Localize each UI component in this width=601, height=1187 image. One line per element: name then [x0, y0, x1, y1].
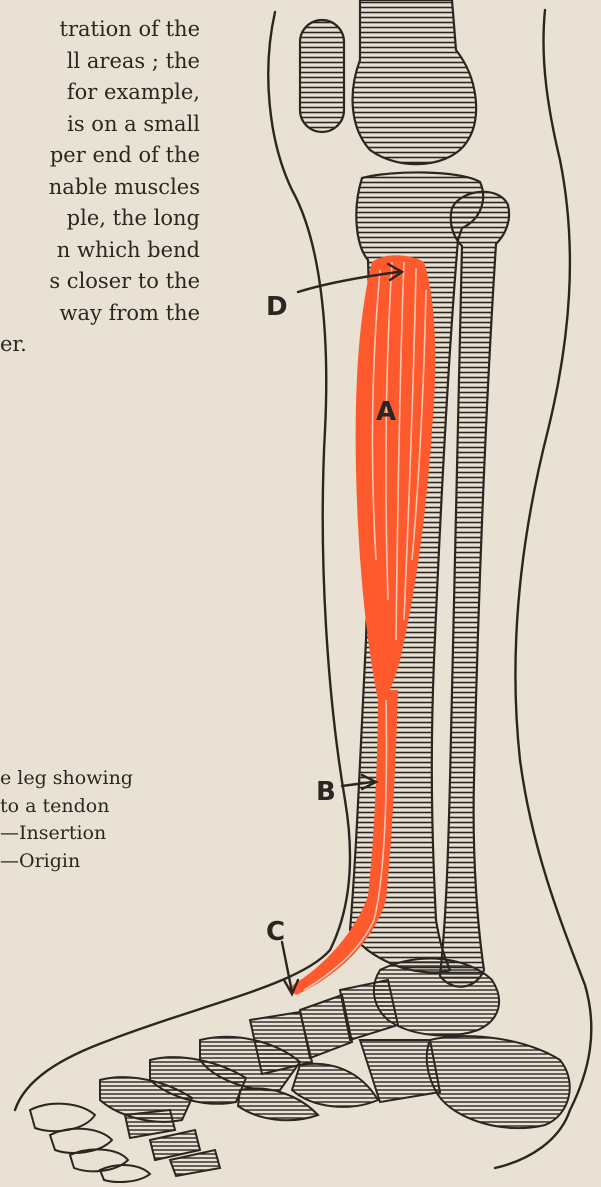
leg-outline [15, 10, 591, 1168]
label-d: D [266, 292, 288, 322]
label-a: A [376, 397, 396, 427]
femur-bone [353, 0, 477, 164]
label-b: B [316, 777, 336, 807]
patella-bone [300, 20, 344, 132]
label-c: C [266, 917, 285, 947]
